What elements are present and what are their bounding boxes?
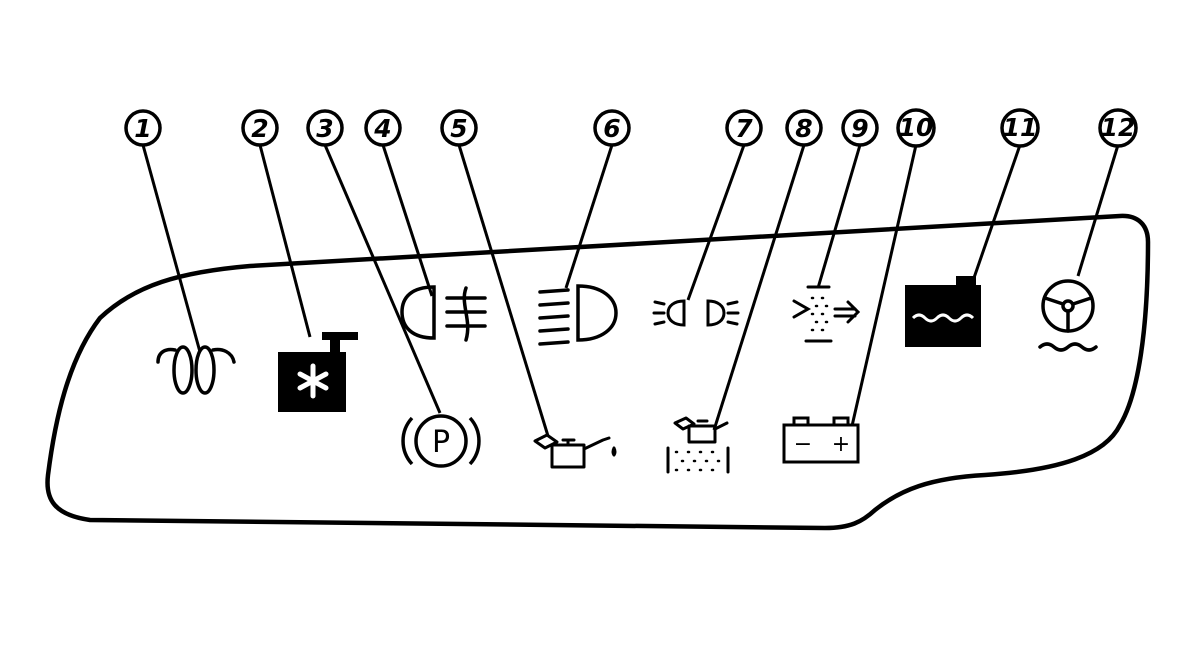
- leader-lines: [141, 144, 1120, 437]
- parking-label: P: [432, 425, 450, 460]
- leader-line-11: [965, 144, 1022, 299]
- leader-line-3: [323, 144, 442, 414]
- air-filter-icon: [792, 285, 861, 343]
- callout-number: 5: [450, 114, 467, 143]
- callout-2: 2: [241, 109, 279, 147]
- callout-number: 9: [851, 114, 868, 143]
- leader-line-1: [141, 144, 202, 353]
- leader-line-2: [258, 144, 312, 338]
- leader-line-7: [686, 144, 746, 301]
- leader-line-10: [850, 144, 918, 427]
- callout-number: 11: [1003, 113, 1038, 142]
- callout-7: 7: [725, 109, 763, 147]
- battery-charge-icon: − +: [782, 416, 860, 464]
- battery-plus-label: +: [832, 432, 850, 457]
- coolant-temperature-icon: [278, 332, 358, 412]
- coolant-level-icon: [905, 276, 981, 347]
- oil-filter-icon: [666, 416, 730, 474]
- callout-5: 5: [440, 109, 478, 147]
- callout-4: 4: [364, 109, 402, 147]
- callout-number: 8: [795, 114, 812, 143]
- front-fog-light-icon: [400, 285, 487, 342]
- callout-3: 3: [306, 109, 344, 147]
- callout-1: 1: [124, 109, 162, 147]
- leader-line-12: [1076, 144, 1120, 277]
- oil-pressure-icon: [533, 433, 617, 469]
- leader-line-4: [381, 144, 434, 297]
- leader-line-8: [712, 144, 806, 431]
- leader-line-9: [816, 144, 862, 289]
- panel-outline: [45, 213, 1151, 531]
- high-beam-icon: [538, 284, 618, 346]
- callout-number: 7: [735, 114, 753, 143]
- callout-number: 3: [316, 114, 333, 143]
- leader-line-5: [457, 144, 550, 437]
- power-steering-icon: [1038, 279, 1098, 352]
- callout-8: 8: [785, 109, 823, 147]
- glow-plug-icon: [156, 345, 236, 395]
- battery-minus-label: −: [794, 432, 812, 457]
- callout-12: 12: [1098, 108, 1138, 148]
- callout-number: 2: [251, 114, 268, 143]
- callout-10: 10: [896, 108, 936, 148]
- callout-number: 12: [1101, 113, 1136, 142]
- callout-6: 6: [593, 109, 631, 147]
- side-lights-icon: [652, 299, 740, 327]
- callout-number: 4: [373, 114, 391, 143]
- callout-number: 10: [899, 113, 934, 142]
- callout-11: 11: [1000, 108, 1040, 148]
- leader-line-6: [564, 144, 614, 289]
- callouts: 1 2 3 4 5 6 7 8: [124, 108, 1138, 148]
- callout-number: 6: [603, 114, 620, 143]
- callout-number: 1: [134, 114, 151, 143]
- callout-9: 9: [841, 109, 879, 147]
- parking-brake-icon: P: [401, 414, 481, 468]
